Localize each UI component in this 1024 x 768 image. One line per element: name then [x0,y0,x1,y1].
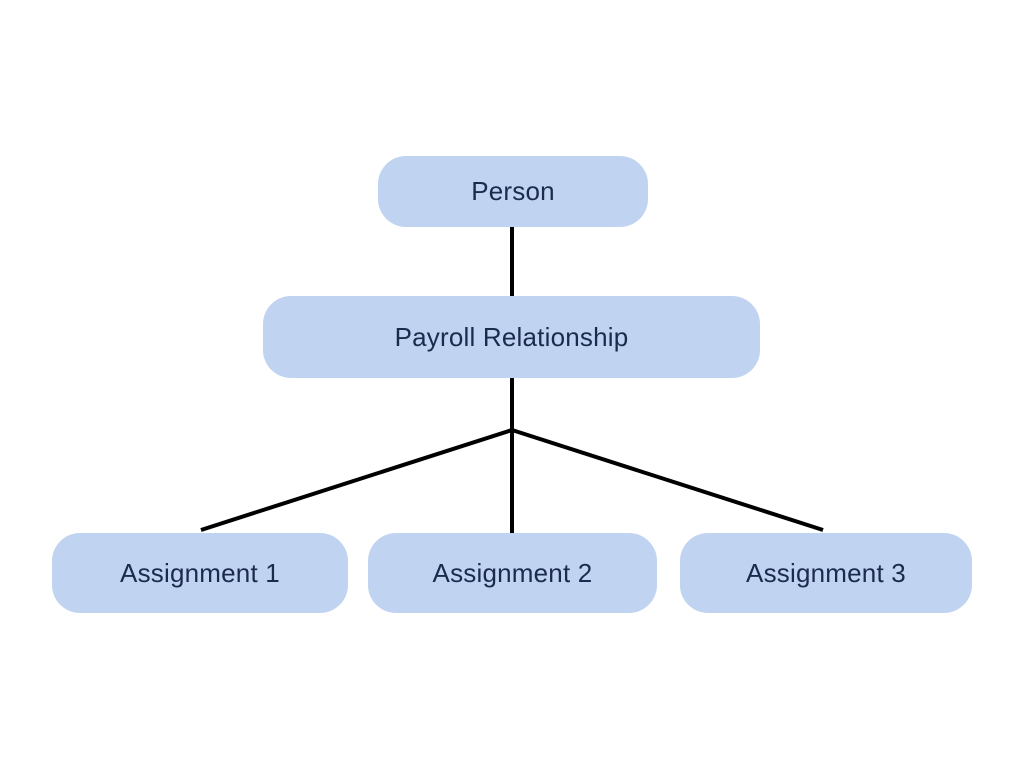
node-person-label: Person [471,176,555,206]
node-payroll-relationship: Payroll Relationship [263,296,760,378]
node-assignment-1-label: Assignment 1 [120,557,280,588]
node-assignment-3-label: Assignment 3 [746,557,906,588]
edge-payroll-assignment-3 [511,428,824,532]
node-assignment-3: Assignment 3 [680,533,972,613]
node-assignment-2: Assignment 2 [368,533,657,613]
node-assignment-1: Assignment 1 [52,533,348,613]
node-payroll-relationship-label: Payroll Relationship [394,321,629,352]
edge-payroll-assignment-1 [200,428,513,532]
node-assignment-2-label: Assignment 2 [432,557,593,588]
node-person: Person [378,156,648,227]
